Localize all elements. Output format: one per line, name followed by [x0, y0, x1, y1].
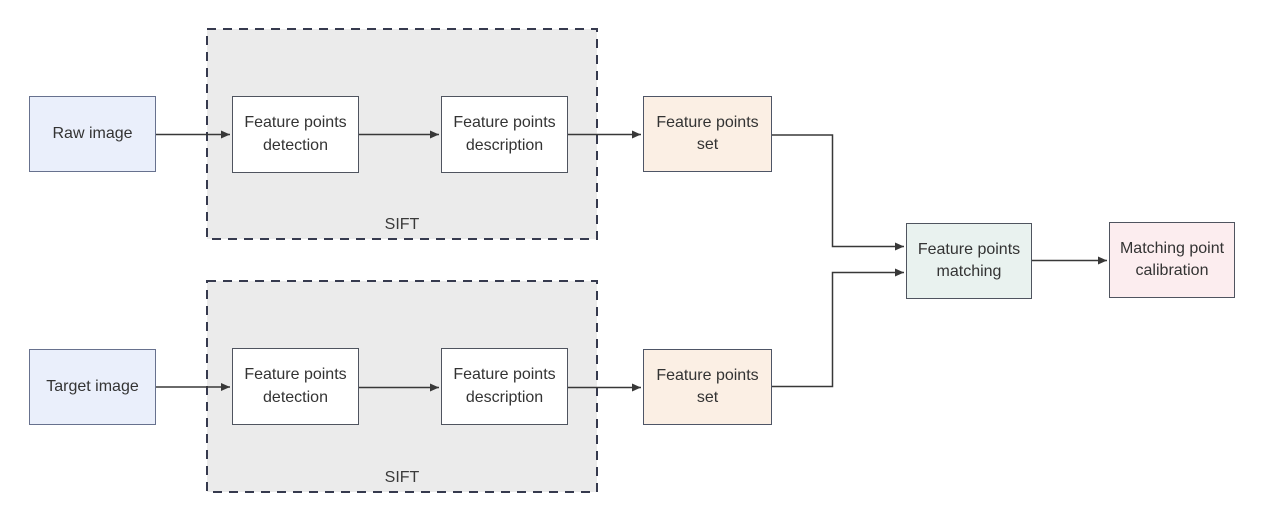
node-raw-image: Raw image: [29, 96, 156, 172]
node-feature-points-matching: Feature points matching: [906, 223, 1032, 299]
node-feature-points-description-top: Feature points description: [441, 96, 568, 173]
node-feature-points-set-top: Feature points set: [643, 96, 772, 172]
node-feature-points-detection-bottom: Feature points detection: [232, 348, 359, 425]
node-feature-points-set-bottom: Feature points set: [643, 349, 772, 425]
connector-set-bottom-to-matching: [772, 268, 904, 388]
node-feature-points-detection-top: Feature points detection: [232, 96, 359, 173]
node-feature-points-description-bottom: Feature points description: [441, 348, 568, 425]
node-target-image: Target image: [29, 349, 156, 425]
node-matching-point-calibration: Matching point calibration: [1109, 222, 1235, 298]
connector-set-top-to-matching: [772, 134, 904, 251]
